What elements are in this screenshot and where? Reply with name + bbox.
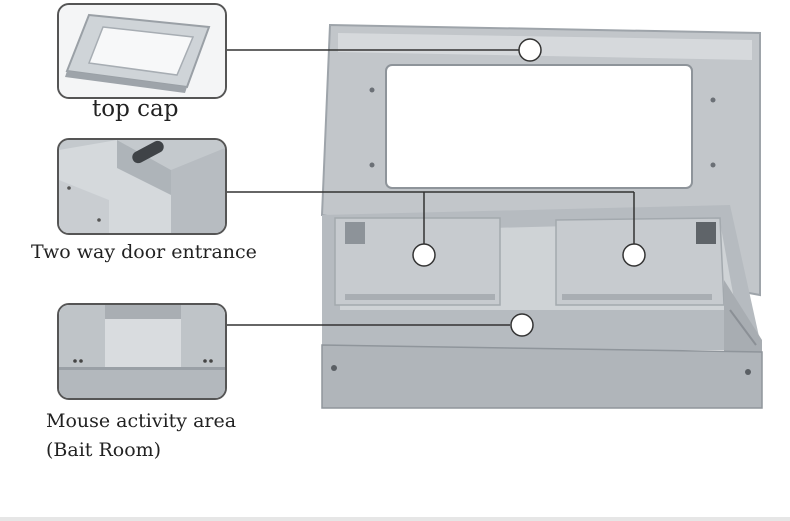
lid-window: [385, 64, 693, 189]
bait-room-label-line2: (Bait Room): [46, 439, 162, 461]
door-left-marker: [412, 243, 436, 267]
box-front-wall: [321, 344, 763, 409]
bait-room-image: [59, 305, 225, 398]
door-entrance-image: [59, 140, 225, 233]
bait-room-thumbnail: [57, 303, 227, 400]
top-cap-thumbnail: [57, 3, 227, 99]
door-entrance-label: Two way door entrance: [31, 241, 257, 263]
top-cap-marker: [518, 38, 542, 62]
bait-room-marker: [510, 313, 534, 337]
door-right-marker: [622, 243, 646, 267]
top-cap-image: [59, 5, 225, 97]
bottom-divider: [0, 517, 790, 521]
top-cap-label: top cap: [92, 96, 179, 122]
bait-room-label-line1: Mouse activity area: [46, 410, 237, 432]
door-entrance-thumbnail: [57, 138, 227, 235]
leader-lines: [227, 49, 635, 326]
